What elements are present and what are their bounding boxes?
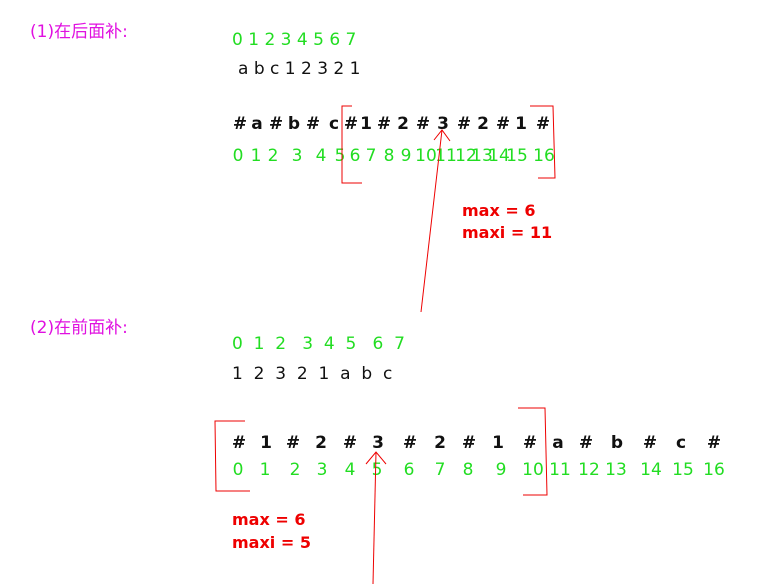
section2-max-label: max = 6 xyxy=(232,510,306,529)
section1-index-5: 5 xyxy=(334,146,346,166)
section2-index-16: 16 xyxy=(703,460,725,480)
section1-title: (1)在后面补: xyxy=(30,22,128,42)
section1-char-10: # xyxy=(415,114,431,134)
section1-index-8: 8 xyxy=(383,146,395,166)
section2-char-13: b xyxy=(610,433,624,453)
section2-index-14: 14 xyxy=(640,460,662,480)
section1-index-12: 12 xyxy=(455,146,477,166)
section2-index-6: 6 xyxy=(403,460,415,480)
section2-index-0: 0 xyxy=(232,460,244,480)
section2-string: 1 2 3 2 1 a b c xyxy=(232,364,393,384)
section2-index-13: 13 xyxy=(605,460,627,480)
section1-right-bracket xyxy=(530,105,556,179)
section2-char-7: 2 xyxy=(434,433,446,453)
section1-index-11: 11 xyxy=(435,146,457,166)
section1-left-bracket xyxy=(341,105,362,184)
section1-char-0: # xyxy=(232,114,248,134)
section1-index-7: 7 xyxy=(365,146,377,166)
section1-char-15: 1 xyxy=(515,114,527,134)
section1-char-5: c xyxy=(328,114,340,134)
section2-char-14: # xyxy=(642,433,658,453)
section1-char-9: 2 xyxy=(397,114,409,134)
section2-char-11: a xyxy=(552,433,564,453)
section2-arrow-head xyxy=(365,451,387,465)
section2-index-7: 7 xyxy=(434,460,446,480)
section1-char-12: # xyxy=(456,114,472,134)
section2-index-9: 9 xyxy=(495,460,507,480)
section1-indices: 0 1 2 3 4 5 6 7 xyxy=(232,30,357,50)
section1-index-16: 16 xyxy=(533,146,555,166)
section2-arrow-line xyxy=(372,451,377,585)
section1-max-label: max = 6 xyxy=(462,201,536,220)
section1-char-3: b xyxy=(287,114,301,134)
section1-string: a b c 1 2 3 2 1 xyxy=(238,59,361,79)
section2-char-8: # xyxy=(461,433,477,453)
section1-arrow-head xyxy=(433,129,451,142)
section1-char-2: # xyxy=(268,114,284,134)
section2-right-bracket xyxy=(518,407,548,496)
section1-char-14: # xyxy=(495,114,511,134)
section2-char-10: # xyxy=(522,433,538,453)
section1-char-8: # xyxy=(376,114,392,134)
section1-index-4: 4 xyxy=(315,146,327,166)
section1-maxi-label: maxi = 11 xyxy=(462,223,553,242)
section1-char-4: # xyxy=(305,114,321,134)
section1-index-6: 6 xyxy=(349,146,361,166)
section2-char-0: # xyxy=(231,433,247,453)
section1-index-14: 14 xyxy=(488,146,510,166)
section2-index-5: 5 xyxy=(371,460,383,480)
section2-index-1: 1 xyxy=(259,460,271,480)
section2-index-12: 12 xyxy=(578,460,600,480)
section1-char-7: 1 xyxy=(360,114,372,134)
section2-maxi-label: maxi = 5 xyxy=(232,533,311,552)
section2-char-9: 1 xyxy=(492,433,504,453)
section2-char-1: 1 xyxy=(260,433,272,453)
section1-index-15: 15 xyxy=(506,146,528,166)
section1-char-1: a xyxy=(251,114,263,134)
section2-char-4: # xyxy=(342,433,358,453)
section2-index-15: 15 xyxy=(672,460,694,480)
section1-char-6: # xyxy=(343,114,359,134)
section2-indices: 0 1 2 3 4 5 6 7 xyxy=(232,334,405,354)
section1-index-1: 1 xyxy=(250,146,262,166)
section1-char-11: 3 xyxy=(437,114,449,134)
section1-index-2: 2 xyxy=(267,146,279,166)
section2-index-3: 3 xyxy=(316,460,328,480)
section1-index-10: 10 xyxy=(415,146,437,166)
section1-index-9: 9 xyxy=(400,146,412,166)
section2-char-3: 2 xyxy=(315,433,327,453)
section2-left-bracket xyxy=(214,420,250,492)
section2-char-6: # xyxy=(402,433,418,453)
section2-title: (2)在前面补: xyxy=(30,318,128,338)
section2-char-12: # xyxy=(578,433,594,453)
section2-char-16: # xyxy=(706,433,722,453)
section1-arrow-line xyxy=(420,129,443,313)
section1-char-13: 2 xyxy=(477,114,489,134)
section1-index-3: 3 xyxy=(291,146,303,166)
section2-index-8: 8 xyxy=(462,460,474,480)
section2-char-5: 3 xyxy=(372,433,384,453)
section2-index-10: 10 xyxy=(522,460,544,480)
section2-char-2: # xyxy=(285,433,301,453)
section2-index-4: 4 xyxy=(344,460,356,480)
section2-char-15: c xyxy=(675,433,687,453)
section2-index-2: 2 xyxy=(289,460,301,480)
section1-index-0: 0 xyxy=(232,146,244,166)
section1-index-13: 13 xyxy=(471,146,493,166)
section1-char-16: # xyxy=(535,114,551,134)
section2-index-11: 11 xyxy=(549,460,571,480)
